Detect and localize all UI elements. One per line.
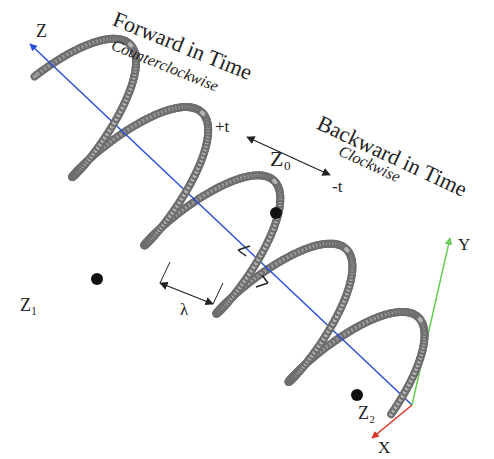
point-marker (91, 273, 103, 285)
direction-mark (256, 275, 268, 287)
helix-front (72, 44, 424, 414)
point-label: Z₂ (358, 404, 375, 422)
helix-tube (346, 249, 347, 251)
z-axis (30, 44, 412, 405)
axis-label: Z (36, 22, 47, 40)
y-axis (412, 238, 450, 405)
direction-mark (238, 246, 250, 256)
time-label: -t (332, 178, 342, 195)
helix-outline (346, 249, 347, 251)
wavelength-tick (160, 262, 170, 283)
helix-outline (420, 319, 421, 321)
point-marker (351, 389, 363, 401)
helix-tube (420, 319, 421, 321)
wavelength-label: λ (180, 301, 188, 318)
axis-label: X (378, 439, 390, 456)
time-label: +t (215, 118, 229, 135)
wavelength-tick (213, 283, 223, 304)
helix-tube (274, 181, 275, 183)
helix-tube (202, 112, 203, 114)
helix-outline (202, 112, 203, 114)
x-axis (372, 405, 412, 438)
time-arrow (247, 137, 330, 175)
point-marker (270, 207, 282, 219)
point-label: Z₀ (270, 148, 291, 170)
helix-outline (274, 181, 275, 183)
helix-back (35, 39, 420, 382)
point-label: Z₁ (20, 296, 37, 314)
helix-outline (35, 74, 38, 77)
helix-tube (35, 74, 38, 77)
axis-label: Y (458, 236, 470, 253)
